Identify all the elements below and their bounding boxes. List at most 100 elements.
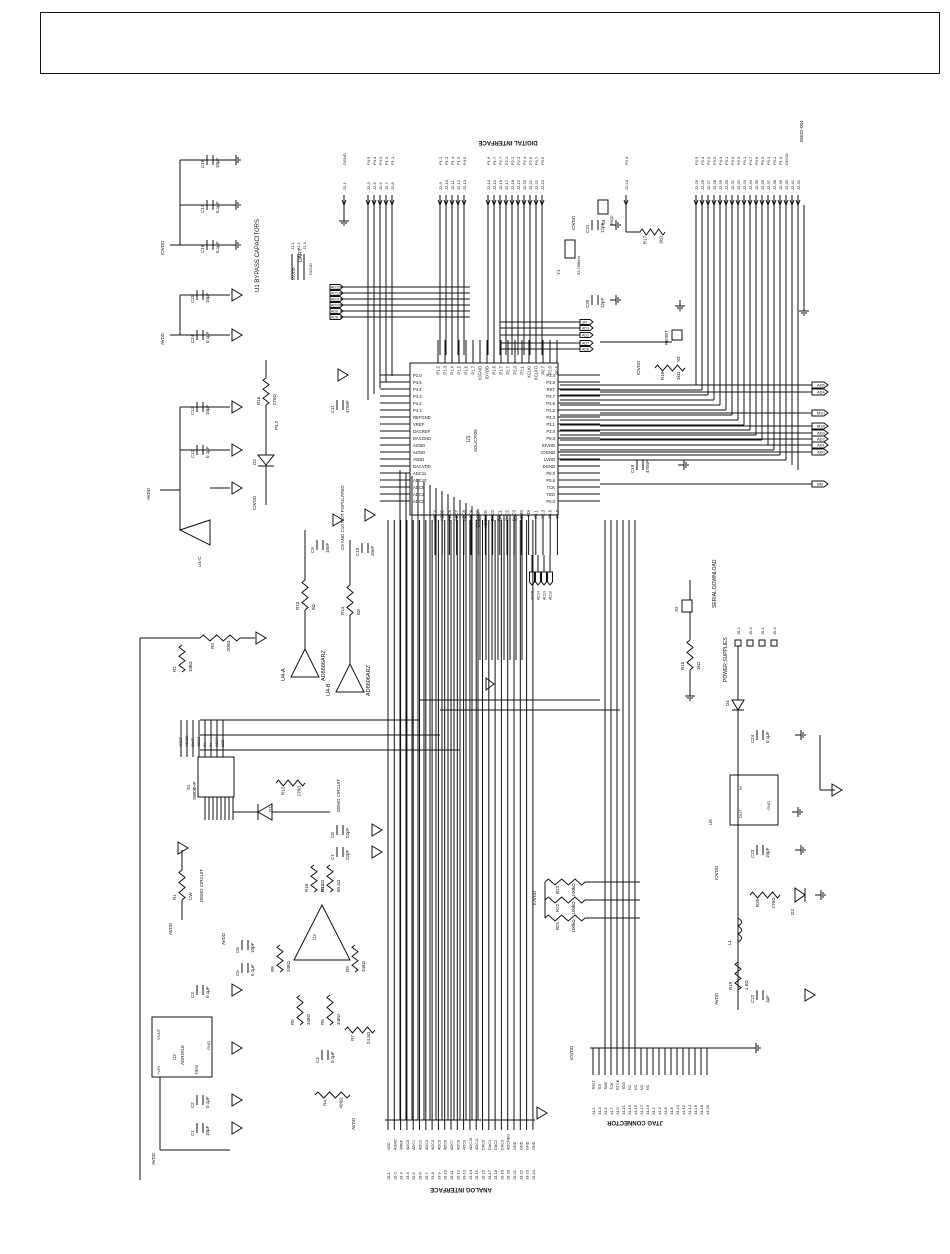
analog-pin: J3-10: [443, 1169, 448, 1180]
u1-pin-left: P4.2: [413, 401, 422, 406]
cap-ref: C16: [200, 244, 205, 253]
res-ref: R10: [304, 883, 309, 892]
net-flag: [579, 332, 594, 338]
resistor: [276, 944, 284, 973]
jtag-net: TDO: [622, 1082, 626, 1090]
pin-arrow: [509, 199, 515, 207]
pin-arrow: [341, 199, 347, 207]
pin-arrow: [789, 199, 795, 207]
analog-pin: J3-22: [518, 1169, 523, 1180]
res-value: 100kΩ: [571, 883, 576, 897]
u1-part: ADUC7026: [473, 429, 478, 452]
cap-ref: C10: [355, 547, 360, 556]
dig-g6-net: P3.2: [712, 156, 717, 165]
analog-pin: J3-16: [481, 1169, 486, 1180]
pin-arrow: [699, 199, 705, 207]
resistor: [310, 864, 318, 893]
pin-arrow: [729, 199, 735, 207]
res-ref: R7: [350, 1035, 355, 1041]
analog-net: ADC8: [456, 1140, 460, 1150]
switch-s3: [671, 329, 683, 341]
u1-pin-top: IOVDD: [485, 366, 490, 379]
u1-pin-top: P1.7: [471, 365, 476, 374]
s1-part: SW08HP: [192, 781, 197, 800]
analog-pin: J3-23: [525, 1169, 530, 1180]
jtag-pin: J4-7: [609, 1106, 614, 1115]
net-flag: [579, 325, 594, 331]
u1-ref: U1: [466, 435, 472, 442]
jtag-pin: J4-14: [687, 1104, 692, 1115]
u1-pin-bottom: ADC5: [440, 509, 445, 521]
u5-pin: GND: [766, 801, 771, 810]
switch-s4: [597, 199, 609, 215]
dig-g6-pin: J2-32: [736, 179, 741, 190]
res-ref: R3: [210, 643, 215, 649]
u1-pin-bottom: ADC9: [469, 509, 474, 521]
agnd-symbol: [536, 1106, 548, 1120]
net-flag-label: AD13: [543, 591, 547, 600]
dig-g4-net: P2.7: [498, 156, 503, 165]
cap-value: 10µF: [205, 292, 210, 303]
led-d2: [256, 454, 276, 466]
net-flag-label: AD0: [817, 450, 826, 455]
res-value: 100kΩ: [571, 919, 576, 933]
agnd-symbol: [231, 1041, 243, 1055]
uart-pin: J1-1: [290, 241, 295, 250]
pin-arrow: [485, 199, 491, 207]
parts-layer: [151, 199, 843, 1135]
dig-g4-pin: J2-20: [522, 179, 527, 190]
dig-g6-net: P3.4: [700, 156, 705, 165]
u1-pin-right: IOGND: [541, 450, 555, 455]
cap-ref: C12: [190, 449, 195, 458]
cap-ref: C19: [630, 464, 635, 473]
inductor-l1: [736, 917, 742, 943]
res-ref: R16: [256, 396, 261, 405]
s1-net: VREF: [179, 736, 183, 747]
u2-pin: +VIN: [156, 1066, 161, 1075]
pin-arrow: [533, 199, 539, 207]
agnd-symbol: [231, 983, 243, 997]
analog-pin: J3-7: [424, 1171, 429, 1180]
analog-net: ADC7: [450, 1140, 454, 1150]
pin-arrow: [623, 199, 629, 207]
iovdd-label-4: IOVDD: [532, 890, 537, 905]
res-value: 0Ω: [356, 608, 361, 615]
analog-net: AGND: [393, 1139, 397, 1150]
u1-pin-bottom: DAC1: [497, 509, 502, 521]
u5-ref: U5: [708, 819, 713, 825]
s1-net: LED: [221, 739, 225, 747]
figure-id: 05032-004: [799, 120, 804, 142]
net-flag: [811, 435, 829, 443]
dig-g6-net: P3.1: [724, 156, 729, 165]
u1-pin-right: LVDD: [544, 457, 555, 462]
analog-net: DAC1: [488, 1140, 492, 1150]
s1-net: IN-: [209, 741, 213, 747]
pin-arrow: [377, 199, 383, 207]
pin-arrow: [443, 199, 449, 207]
digital-interface-title: DIGITAL INTERFACE: [478, 139, 537, 145]
net-flag: [529, 571, 535, 586]
u1-pin-top: P0.5: [555, 365, 560, 374]
u1-pin-right: RST: [547, 387, 556, 392]
u1-pin-bottom: P4.7: [555, 509, 560, 518]
net-flag-label: AD12: [331, 286, 340, 290]
switch-s1: [197, 756, 235, 798]
u1-pin-bottom: DAC2: [505, 509, 510, 521]
u1-pin-left: AGND: [413, 443, 425, 448]
res-value: 200Ω: [226, 640, 231, 652]
dig-g6-pin: J2-35: [754, 179, 759, 190]
u1-pin-left: P4.5: [413, 380, 422, 385]
res-value: 24.9Ω: [366, 1031, 371, 1044]
bypass-caps-title: U1 BYPASS CAPACITORS: [255, 219, 261, 292]
agnd-symbol: [177, 841, 189, 855]
jtag-pin: J4-17: [639, 1104, 644, 1115]
dig-g2-pin: J2-3: [366, 181, 371, 190]
cap-value: 10µF: [250, 942, 255, 953]
u1-pin-right: P0.0: [546, 499, 555, 504]
s1-net: IN+: [203, 740, 207, 747]
u1-pin-left: ADC2: [413, 499, 425, 504]
net-flag: [329, 296, 344, 302]
jtag-pin: J4-6: [663, 1106, 668, 1115]
analog-net: ADC5: [437, 1140, 441, 1150]
